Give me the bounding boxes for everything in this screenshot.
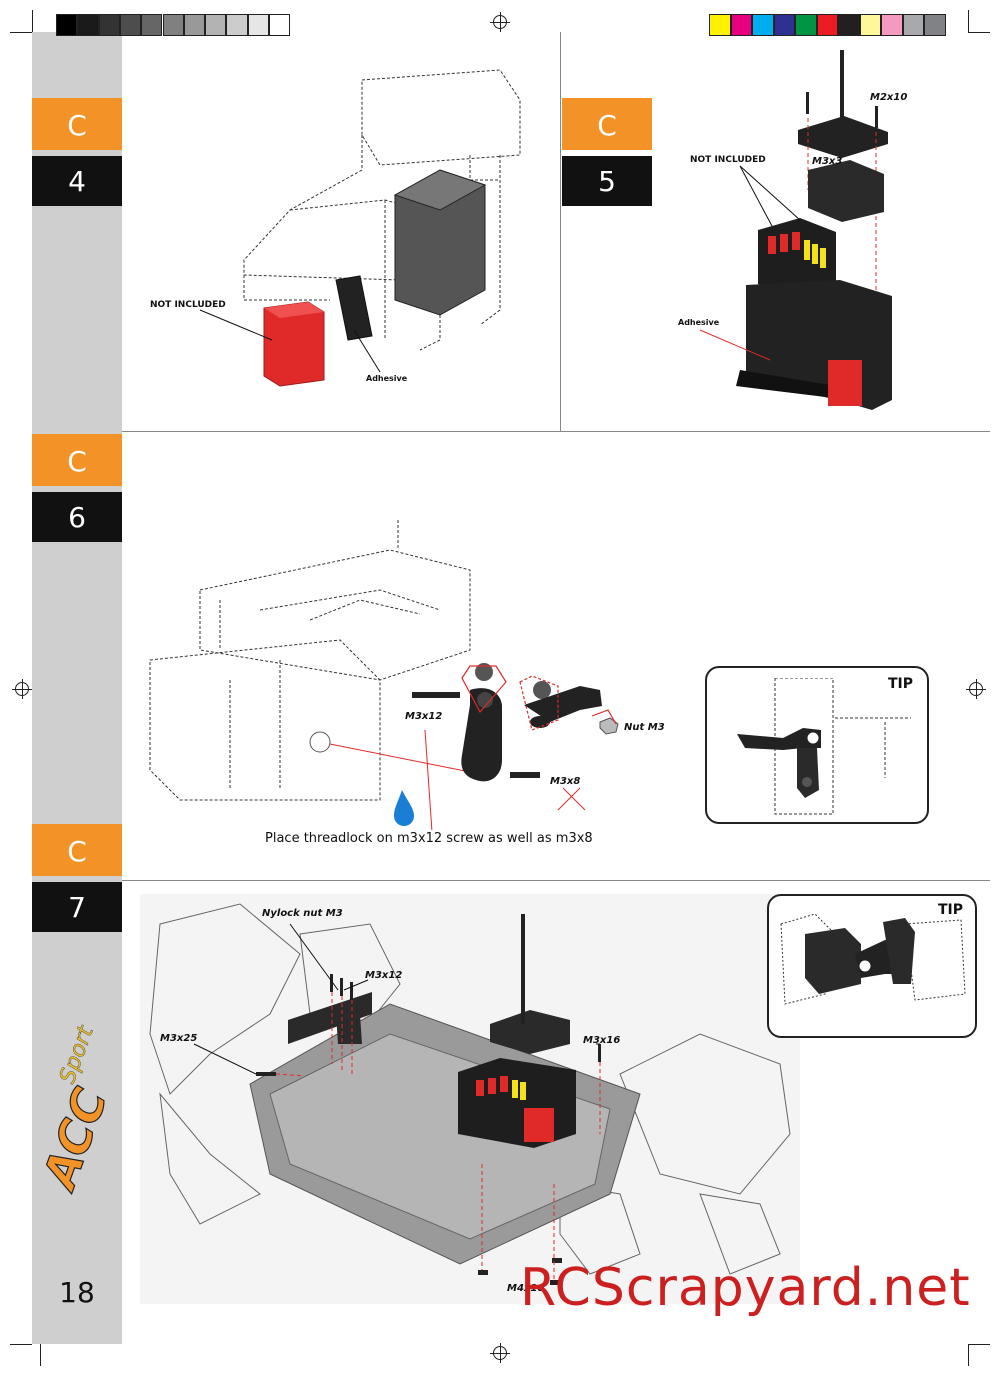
c7-m3x12-label: M3x12 [365,970,403,981]
step-number-c7: 7 [32,882,122,932]
calibration-swatch [773,14,795,36]
calibration-swatch [859,14,881,36]
section-divider [122,880,990,881]
calibration-swatch [205,14,227,36]
calibration-swatch [183,14,206,36]
calibration-swatch [56,14,78,36]
c7-tip-illustration [780,913,966,1005]
calibration-swatch [269,14,291,36]
c6-tip-box: TIP [705,666,929,824]
crop-mark [968,1344,969,1366]
c6-tip-illustration [737,678,911,815]
step-letter-c7: C [32,824,122,876]
page-number: 18 [59,1276,95,1309]
calibration-swatch [838,14,860,36]
c7-m3x25-label: M3x25 [160,1033,198,1044]
svg-text:ACC: ACC [40,1081,118,1198]
calibration-swatch [98,14,120,36]
c6-m3x8-label: M3x8 [550,776,581,787]
calibration-swatch [902,14,924,36]
crop-mark [32,10,33,32]
c5-illustration [699,50,892,410]
step-letter-c6: C [32,434,122,486]
registration-mark-icon [490,12,510,32]
calibration-swatch [881,14,903,36]
column-divider [560,32,561,432]
calibration-swatch [141,14,163,36]
calibration-swatch [226,14,248,36]
crop-mark [10,32,32,33]
c6-illustration [149,520,619,830]
tip-label: TIP [937,902,963,918]
c5-m3x3-label: M3x3 [812,156,843,167]
crop-mark [40,1344,41,1366]
crop-mark [968,10,969,32]
calibration-swatch [924,14,946,36]
registration-mark-icon [12,679,32,699]
calibration-swatch [752,14,774,36]
calibration-swatch [247,14,269,36]
crop-mark [10,1344,32,1345]
c7-illustration [140,894,800,1304]
c5-m2x10-label: M2x10 [870,92,908,103]
step-letter-c5: C [562,98,652,150]
c4-adhesive-label: Adhesive [366,374,408,383]
calibration-swatch [119,14,142,36]
c7-m4x10-label: M4x10 [507,1283,545,1294]
c5-not-included-label: NOT INCLUDED [690,155,766,165]
calibration-swatch [162,14,184,36]
c5-adhesive-label: Adhesive [678,318,720,327]
sidebar [32,32,122,1344]
watermark: RCScrapyard.net [520,1258,971,1318]
registration-mark-icon [966,679,986,699]
step-number-c6: 6 [32,492,122,542]
svg-text:Sport: Sport [55,1022,99,1087]
c4-illustration [199,69,521,387]
calibration-swatch [77,14,99,36]
step-letter-c4: C [32,98,122,150]
crop-mark [968,32,990,33]
step-number-c4: 4 [32,156,122,206]
calibration-swatch [730,14,752,36]
c7-m3x16-label: M3x16 [583,1035,621,1046]
calibration-swatch [816,14,838,36]
tip-label: TIP [887,676,913,692]
acc-sport-logo: ACC Sport [40,1021,118,1198]
calibration-swatch [795,14,817,36]
threadlock-note: Place threadlock on m3x12 screw as well … [265,831,593,846]
registration-mark-icon [490,1343,510,1363]
c7-tip-box: TIP [767,894,977,1038]
c4-not-included-label: NOT INCLUDED [150,300,226,310]
crop-mark [968,1344,990,1345]
section-divider [122,431,990,432]
c6-m3x12-label: M3x12 [405,711,443,722]
c6-nut-m3-label: Nut M3 [624,722,665,733]
step-number-c5: 5 [562,156,652,206]
c7-nylock-label: Nylock nut M3 [262,908,343,919]
calibration-swatch [709,14,731,36]
